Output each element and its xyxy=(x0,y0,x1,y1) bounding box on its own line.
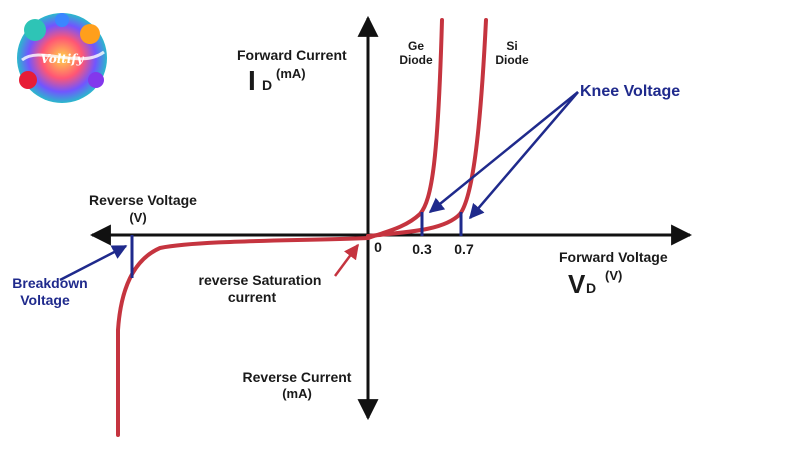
si-diode-curve xyxy=(366,18,488,238)
ge-diode-curve xyxy=(366,18,444,240)
ge-knee-tick-label: 0.3 xyxy=(412,241,432,257)
logo-bubble-icon xyxy=(19,71,37,89)
breakdown-voltage-label-line1: Breakdown xyxy=(12,275,87,291)
logo-swirl-icon xyxy=(21,50,105,62)
logo-bubble-icon xyxy=(24,19,46,41)
forward-voltage-symbol: V xyxy=(568,269,586,299)
logo-text: Voltify xyxy=(40,52,84,66)
reverse-current-unit: (mA) xyxy=(282,386,312,401)
forward-current-label: Forward Current xyxy=(237,47,347,63)
ge-diode-label-line2: Diode xyxy=(399,53,433,67)
forward-voltage-unit: (V) xyxy=(605,268,622,283)
breakdown-arrow xyxy=(59,244,128,282)
reverse-saturation-label-line2: current xyxy=(228,289,277,305)
ge-diode-label-line1: Ge xyxy=(408,39,424,53)
origin-tick-label: 0 xyxy=(374,239,382,255)
brand-logo: Voltify xyxy=(17,13,107,103)
forward-current-subscript: D xyxy=(262,77,272,93)
reverse-saturation-label-line1: reverse Saturation xyxy=(199,272,322,288)
logo-bubble-icon xyxy=(55,13,69,27)
breakdown-voltage-label-line2: Voltage xyxy=(20,292,70,308)
si-diode-label-line1: Si xyxy=(506,39,517,53)
forward-voltage-label: Forward Voltage xyxy=(559,249,668,265)
forward-voltage-subscript: D xyxy=(586,280,596,296)
reverse-voltage-label: Reverse Voltage xyxy=(89,192,197,208)
forward-current-unit: (mA) xyxy=(276,66,306,81)
si-knee-tick-label: 0.7 xyxy=(454,241,474,257)
reverse-current-label: Reverse Current xyxy=(243,369,352,385)
reverse-bias-curve xyxy=(116,236,370,437)
saturation-arrow xyxy=(333,243,360,277)
knee-voltage-label: Knee Voltage xyxy=(580,83,680,100)
logo-bubble-icon xyxy=(80,24,100,44)
forward-current-symbol: I xyxy=(248,65,256,96)
reverse-voltage-unit: (V) xyxy=(129,210,146,225)
knee-arrow-si xyxy=(469,91,579,220)
logo-bubble-icon xyxy=(88,72,104,88)
si-diode-label-line2: Diode xyxy=(495,53,529,67)
knee-arrow-ge xyxy=(428,91,579,213)
